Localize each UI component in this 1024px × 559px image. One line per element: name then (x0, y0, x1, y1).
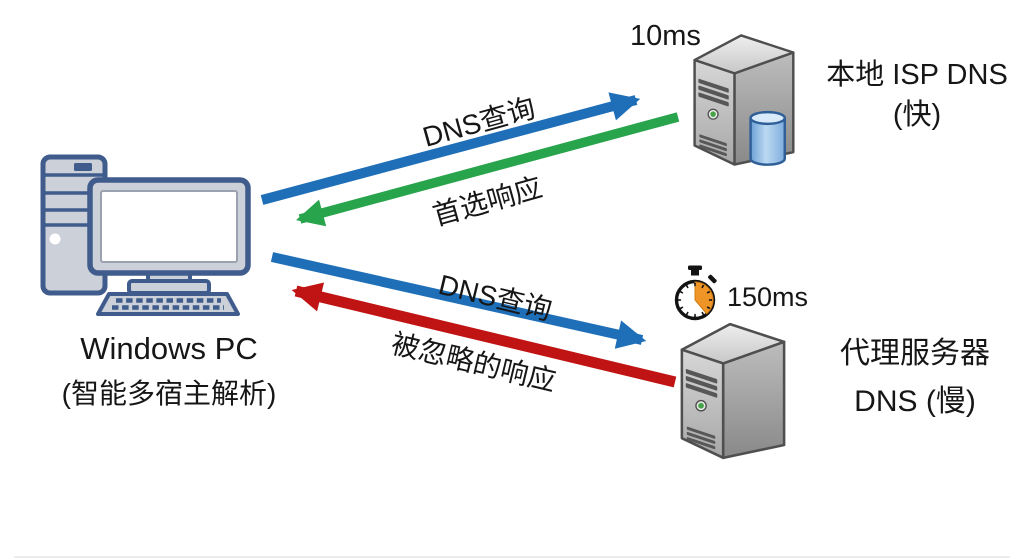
dns-query-arrow-to-isp (260, 92, 641, 205)
database-cylinder-icon (749, 110, 786, 166)
proxy-dns-label-line2: DNS (慢) (854, 385, 976, 418)
proxy-dns-label-line1: 代理服务器 (840, 337, 990, 370)
preferred-response-arrow (296, 112, 680, 227)
pc-label: Windows PC (智能多宿主解析) (18, 331, 320, 412)
desktop-computer-icon (40, 154, 251, 316)
dns-query-arrow-to-proxy (270, 252, 647, 349)
proxy-dns-label: 代理服务器 DNS (慢) (812, 330, 1018, 426)
pc-keyboard (96, 292, 240, 316)
pc-name: Windows PC (80, 331, 258, 366)
isp-dns-label: 本地 ISP DNS (快) (818, 55, 1016, 135)
isp-dns-label-line2: (快) (892, 99, 942, 131)
bottom-edge-artifact (14, 556, 1010, 558)
proxy-latency-label: 150ms (727, 282, 809, 312)
isp-dns-server-icon (687, 26, 799, 166)
isp-latency-label: 10ms (630, 20, 701, 52)
ignored-response-arrow (291, 282, 677, 388)
pc-subtitle: (智能多宿主解析) (61, 378, 277, 409)
isp-dns-label-line1: 本地 ISP DNS (826, 59, 1008, 91)
proxy-dns-server-icon (674, 316, 790, 464)
pc-monitor (87, 177, 251, 295)
stopwatch-icon (674, 265, 717, 321)
